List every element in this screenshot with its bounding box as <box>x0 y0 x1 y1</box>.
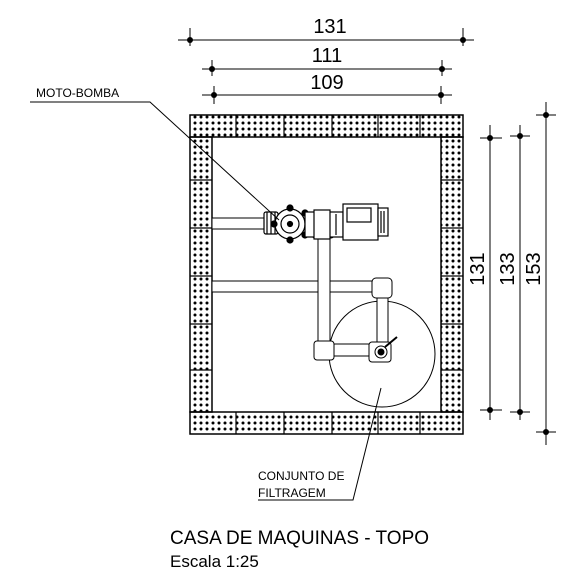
dim-width-outer: 131 <box>313 16 346 38</box>
drawing-scale: Escala 1:25 <box>170 552 259 571</box>
dim-width-mid: 111 <box>312 45 342 67</box>
label-conjunto-filtragem-line1: CONJUNTO DE <box>258 469 344 483</box>
dim-width-inner: 109 <box>310 72 343 94</box>
dim-height-mid: 133 <box>497 252 519 285</box>
leader-lines <box>30 101 382 501</box>
label-moto-bomba: MOTO-BOMBA <box>36 86 119 100</box>
top-dimensions <box>178 28 474 104</box>
block-wall <box>189 114 464 435</box>
top-dimension-ticks <box>187 37 466 98</box>
drawing-title: CASA DE MAQUINAS - TOPO <box>170 528 430 549</box>
filter-valve <box>368 336 398 363</box>
label-conjunto-filtragem-line2: FILTRAGEM <box>258 486 326 500</box>
moto-bomba <box>263 203 389 244</box>
right-dimension-ticks <box>487 112 549 435</box>
dim-height-inner: 131 <box>467 252 489 285</box>
dim-height-outer: 153 <box>523 252 545 285</box>
